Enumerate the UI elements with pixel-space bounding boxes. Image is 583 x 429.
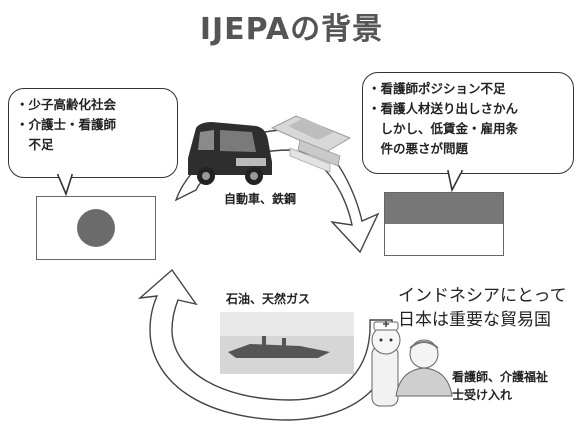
indonesia-issue-line-3: しかし、低賃金・雇用条 [368, 120, 518, 138]
indonesia-issue-line-2: ・看護人材送り出しさかん [368, 100, 518, 118]
relation-text-line-1: インドネシアにとって [398, 284, 567, 308]
relation-text-line-2: 日本は重要な貿易国 [398, 308, 551, 332]
workers-caption-line-2: 士受け入れ [452, 386, 512, 403]
japan-flag [36, 196, 156, 260]
indonesia-issue-line-1: ・看護師ポジション不足 [368, 80, 506, 98]
indonesia-flag-top [385, 193, 503, 224]
indonesia-issue-line-4: 件の悪さが問題 [368, 140, 468, 158]
import-caption: 石油、天然ガス [226, 290, 310, 307]
workers-caption-line-1: 看護師、介護福祉 [452, 368, 548, 385]
indonesia-flag [384, 192, 504, 256]
export-caption: 自動車、鉄鋼 [224, 190, 296, 207]
japan-flag-circle [77, 209, 115, 247]
